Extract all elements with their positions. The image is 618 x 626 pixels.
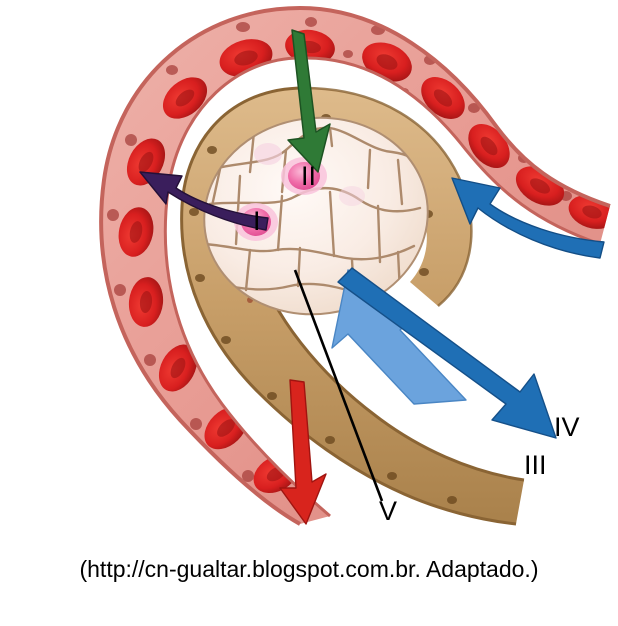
leader-line-v [293, 269, 384, 502]
green-afferent-inflow-arrow [287, 29, 331, 173]
label-iv: IV [554, 412, 580, 442]
blue-dark-filtrate-arrow [337, 267, 557, 439]
red-blood-outflow-arrow [279, 379, 327, 525]
label-iii: III [524, 450, 547, 480]
source-caption: (http://cn-gualtar.blogspot.com.br. Adap… [79, 556, 539, 582]
label-v: V [379, 496, 398, 526]
label-i: I [253, 206, 261, 236]
label-ii: II [301, 161, 317, 191]
blue-dark-inflow-arrow [451, 177, 605, 259]
purple-outflow-arrow [139, 171, 269, 231]
